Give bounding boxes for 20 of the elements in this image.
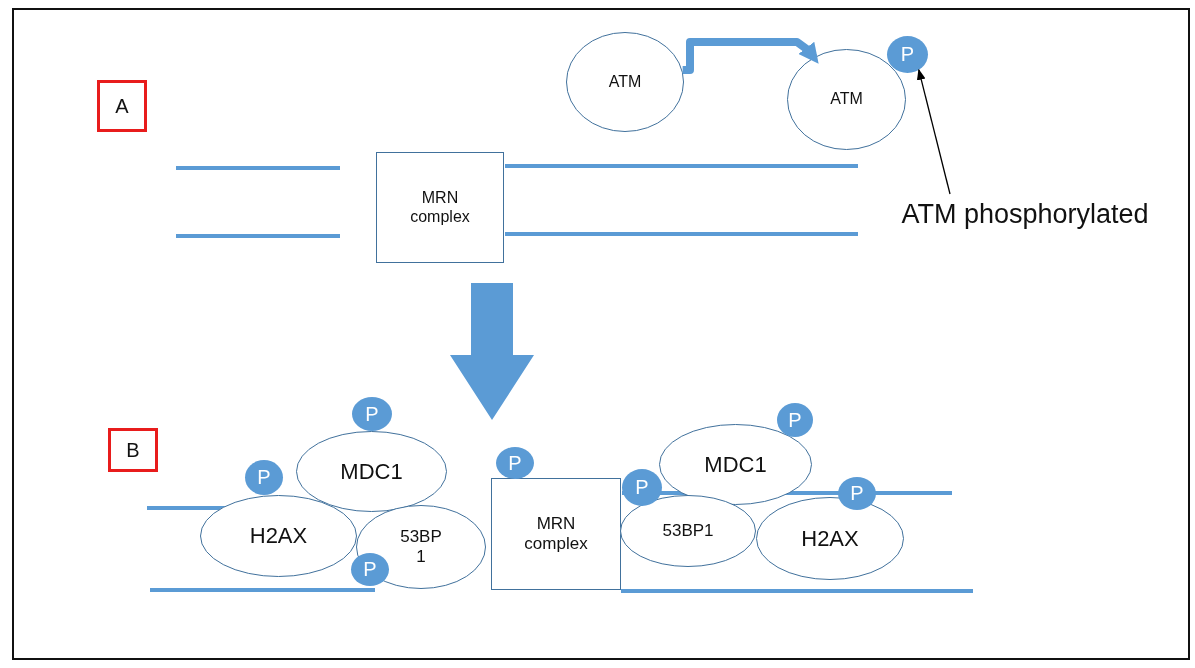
phosphate-circle: P	[352, 397, 392, 431]
protein-ellipse: MDC1	[296, 431, 447, 512]
block-arrow	[450, 283, 534, 420]
panel-label: A	[97, 80, 147, 132]
phosphate-circle: P	[496, 447, 534, 479]
phosphate-circle: P	[777, 403, 813, 437]
phosphate-circle: P	[887, 36, 928, 73]
arrow	[916, 68, 951, 195]
phosphate-circle: P	[245, 460, 283, 495]
complex-box: MRN complex	[376, 152, 504, 263]
curved-arrow	[682, 38, 819, 74]
phosphate-circle: P	[351, 553, 389, 586]
protein-ellipse: 53BP1	[620, 495, 756, 567]
phosphate-circle: P	[838, 477, 876, 510]
panel-label: B	[108, 428, 158, 472]
phosphate-circle: P	[622, 469, 662, 506]
protein-ellipse: ATM	[566, 32, 684, 132]
protein-ellipse: H2AX	[200, 495, 357, 577]
complex-box: MRN complex	[491, 478, 621, 590]
annotation-text: ATM phosphorylated	[858, 194, 1192, 236]
